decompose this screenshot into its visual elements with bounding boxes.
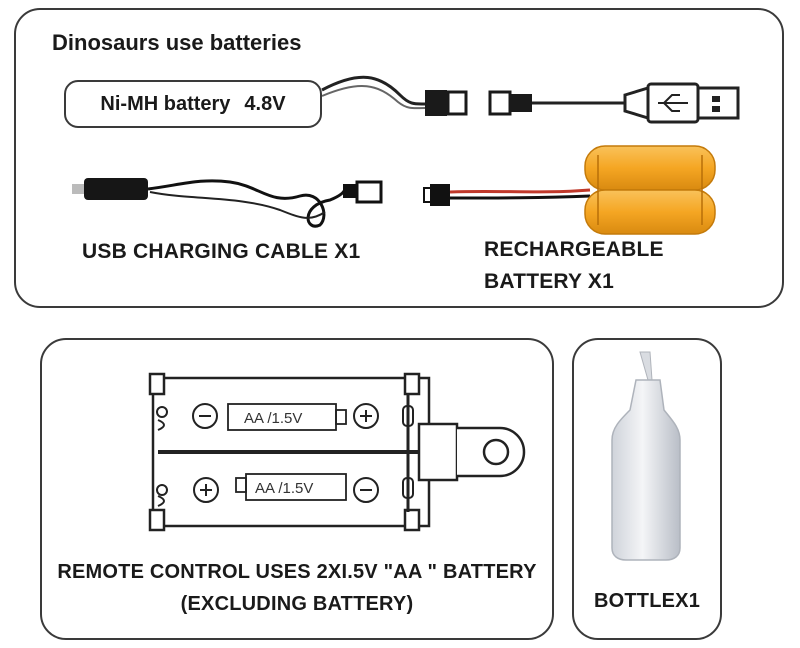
usb-charging-cable-image (72, 178, 383, 228)
female-connector-icon (488, 90, 512, 116)
remote-control-panel (40, 338, 554, 640)
rechargeable-caption-line2: BATTERY X1 (484, 270, 614, 293)
aa-cell-label-top: AA /1.5V (244, 410, 302, 427)
battery-voltage: 4.8V (244, 92, 286, 115)
plus-icon (353, 403, 379, 429)
remote-caption-line2: (EXCLUDING BATTERY) (180, 593, 414, 615)
plus-icon (193, 477, 219, 503)
male-connector-icon (425, 90, 447, 116)
top-heading: Dinosaurs use batteries (52, 30, 302, 55)
rechargeable-battery-image (423, 145, 716, 235)
rechargeable-caption-line1: RECHARGEABLE (484, 238, 664, 261)
bottle-image (611, 351, 681, 561)
aa-battery-holder-diagram (148, 372, 526, 532)
bottle-caption: BOTTLEX1 (593, 590, 701, 612)
aa-cell-label-bottom: AA /1.5V (255, 480, 313, 497)
battery-spec-label: Ni-MH battery 4.8V (64, 80, 322, 128)
usb-cable-caption: USB CHARGING CABLE X1 (82, 240, 361, 263)
battery-connector-cable (321, 75, 740, 124)
minus-icon (353, 477, 379, 503)
battery-type: Ni-MH battery (100, 92, 231, 115)
remote-control-caption: REMOTE CONTROL USES 2XI.5V "AA " BATTERY… (50, 556, 544, 620)
rechargeable-battery-caption: RECHARGEABLE BATTERY X1 (484, 234, 664, 298)
minus-icon (192, 403, 218, 429)
remote-caption-line1: REMOTE CONTROL USES 2XI.5V "AA " BATTERY (57, 561, 537, 583)
